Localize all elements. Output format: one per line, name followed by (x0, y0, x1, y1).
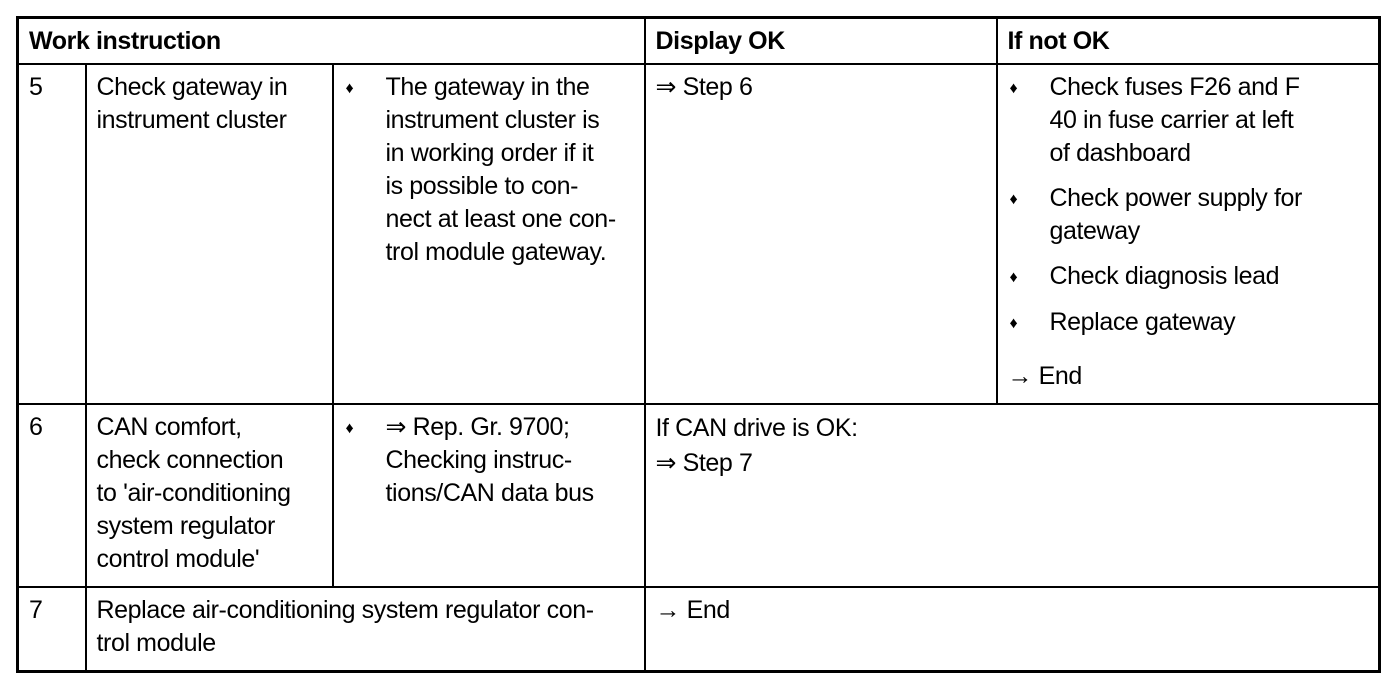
instruction-cell: Check gateway in instrument cluster (84, 62, 334, 405)
result-text: → End (655, 595, 731, 624)
instruction-text: Check gateway in instrument cluster (96, 72, 288, 134)
header-work-instruction-label: Work instruction (29, 27, 221, 55)
diamond-bullet-icon: ♦ (1009, 190, 1018, 208)
if-not-ok-bullet-text: Check power supply for gateway (1049, 183, 1303, 245)
diamond-bullet-icon: ♦ (345, 419, 354, 437)
instruction-detail-cell: ♦ The gateway in the instrument cluster … (331, 62, 646, 405)
if-not-ok-bullet-item: ♦ Check power supply for gateway (1010, 182, 1369, 248)
step-number-cell: 7 (16, 585, 87, 673)
step-number: 7 (29, 595, 43, 624)
result-cell: → End (643, 585, 1381, 673)
diamond-bullet-icon: ♦ (1009, 314, 1018, 332)
header-display-ok-label: Display OK (655, 27, 786, 55)
diamond-bullet-icon: ♦ (1009, 268, 1018, 286)
header-if-not-ok: If not OK (995, 16, 1381, 65)
result-text: If CAN drive is OK: ⇒ Step 7 (655, 413, 859, 477)
if-not-ok-bullet-text: Check diagnosis lead (1049, 261, 1280, 290)
step-number-cell: 6 (16, 402, 87, 588)
step-number: 5 (29, 72, 43, 101)
diamond-bullet-icon: ♦ (345, 79, 354, 97)
work-instruction-table: Work instruction Display OK If not OK 5 … (16, 16, 1381, 673)
if-not-ok-bullet-item: ♦ Check diagnosis lead (1010, 260, 1369, 294)
if-not-ok-bullet-text: Check fuses F26 and F 40 in fuse carrier… (1049, 72, 1300, 167)
detail-bullet-text: The gateway in the instrument cluster is… (385, 72, 617, 266)
detail-bullet-item: ♦ ⇒ Rep. Gr. 9700; Checking instruc- tio… (346, 411, 634, 510)
detail-bullet-item: ♦ The gateway in the instrument cluster … (346, 71, 634, 269)
table-row-step-5: 5 Check gateway in instrument cluster ♦ … (16, 62, 1381, 405)
if-not-ok-end-line: → End (1008, 360, 1369, 393)
end-arrow-text: → End (1007, 361, 1083, 390)
instruction-text: CAN comfort, check connection to 'air-co… (96, 412, 292, 573)
display-ok-cell: ⇒ Step 6 (643, 62, 998, 405)
instruction-cell: Replace air-conditioning system regulato… (84, 585, 646, 673)
display-ok-text: ⇒ Step 6 (655, 72, 753, 101)
instruction-cell: CAN comfort, check connection to 'air-co… (84, 402, 334, 588)
table-header-row: Work instruction Display OK If not OK (16, 16, 1381, 65)
step-number: 6 (29, 412, 43, 441)
if-not-ok-bullet-item: ♦ Replace gateway (1010, 306, 1369, 340)
table-row-step-7: 7 Replace air-conditioning system regula… (16, 585, 1381, 673)
instruction-text: Replace air-conditioning system regulato… (96, 595, 595, 657)
detail-bullet-text: ⇒ Rep. Gr. 9700; Checking instruc- tions… (385, 412, 595, 507)
if-not-ok-bullet-item: ♦ Check fuses F26 and F 40 in fuse carri… (1010, 71, 1369, 170)
diamond-bullet-icon: ♦ (1009, 79, 1018, 97)
step-number-cell: 5 (16, 62, 87, 405)
table-row-step-6: 6 CAN comfort, check connection to 'air-… (16, 402, 1381, 588)
instruction-detail-cell: ♦ ⇒ Rep. Gr. 9700; Checking instruc- tio… (331, 402, 646, 588)
header-work-instruction: Work instruction (16, 16, 646, 65)
if-not-ok-cell: ♦ Check fuses F26 and F 40 in fuse carri… (995, 62, 1381, 405)
if-not-ok-bullet-text: Replace gateway (1049, 307, 1236, 336)
header-display-ok: Display OK (643, 16, 998, 65)
result-cell: If CAN drive is OK: ⇒ Step 7 (643, 402, 1381, 588)
header-if-not-ok-label: If not OK (1007, 27, 1110, 55)
